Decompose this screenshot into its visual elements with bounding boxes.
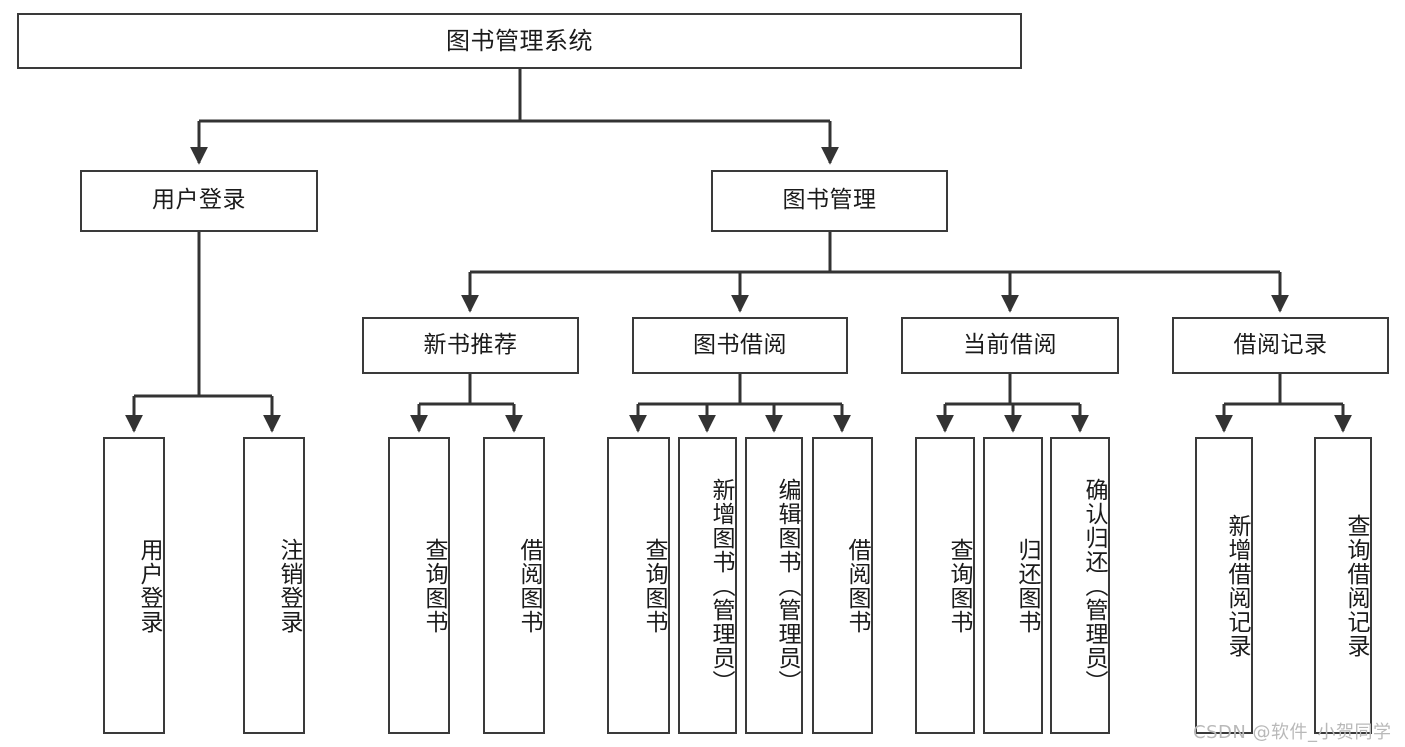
node-level3-3[interactable]: 借阅记录 xyxy=(1172,317,1389,374)
node-leaf-2[interactable]: 查询图书 xyxy=(388,437,450,734)
node-leaf-9-label: 归还图书 xyxy=(1014,537,1040,634)
node-level3-0[interactable]: 新书推荐 xyxy=(362,317,579,374)
node-leaf-4-label: 查询图书 xyxy=(641,537,667,634)
node-leaf-6-label: 编辑图书（管理员） xyxy=(774,477,800,694)
node-leaf-12-label: 查询借阅记录 xyxy=(1343,513,1369,658)
node-leaf-8-label: 查询图书 xyxy=(946,537,972,634)
node-leaf-8[interactable]: 查询图书 xyxy=(915,437,975,734)
node-leaf-11-label: 新增借阅记录 xyxy=(1224,513,1250,658)
node-leaf-1[interactable]: 注销登录 xyxy=(243,437,305,734)
node-leaf-0-label: 用户登录 xyxy=(136,537,162,634)
node-leaf-7-label: 借阅图书 xyxy=(844,537,870,634)
node-leaf-5-label: 新增图书（管理员） xyxy=(708,477,734,694)
node-leaf-2-label: 查询图书 xyxy=(421,537,447,634)
node-leaf-3[interactable]: 借阅图书 xyxy=(483,437,545,734)
node-leaf-12[interactable]: 查询借阅记录 xyxy=(1314,437,1372,734)
node-leaf-11[interactable]: 新增借阅记录 xyxy=(1195,437,1253,734)
node-leaf-10[interactable]: 确认归还（管理员） xyxy=(1050,437,1110,734)
node-level3-1-label: 图书借阅 xyxy=(693,331,787,358)
node-level3-3-label: 借阅记录 xyxy=(1233,331,1328,358)
node-level2-1-label: 图书管理 xyxy=(782,187,877,214)
node-leaf-0[interactable]: 用户登录 xyxy=(103,437,165,734)
node-leaf-1-label: 注销登录 xyxy=(276,537,302,634)
node-level3-2-label: 当前借阅 xyxy=(963,331,1057,358)
node-level3-2[interactable]: 当前借阅 xyxy=(901,317,1119,374)
node-leaf-9[interactable]: 归还图书 xyxy=(983,437,1043,734)
node-level2-0-label: 用户登录 xyxy=(152,187,246,214)
node-leaf-10-label: 确认归还（管理员） xyxy=(1081,477,1107,694)
node-level2-0[interactable]: 用户登录 xyxy=(80,170,318,232)
node-level3-1[interactable]: 图书借阅 xyxy=(632,317,848,374)
node-leaf-5[interactable]: 新增图书（管理员） xyxy=(678,437,737,734)
node-root-system[interactable]: 图书管理系统 xyxy=(17,13,1022,69)
node-level3-0-label: 新书推荐 xyxy=(423,331,518,358)
node-leaf-6[interactable]: 编辑图书（管理员） xyxy=(745,437,803,734)
node-level2-1[interactable]: 图书管理 xyxy=(711,170,948,232)
node-leaf-7[interactable]: 借阅图书 xyxy=(812,437,873,734)
node-root-system-label: 图书管理系统 xyxy=(446,26,593,55)
node-leaf-3-label: 借阅图书 xyxy=(516,537,542,634)
node-leaf-4[interactable]: 查询图书 xyxy=(607,437,670,734)
